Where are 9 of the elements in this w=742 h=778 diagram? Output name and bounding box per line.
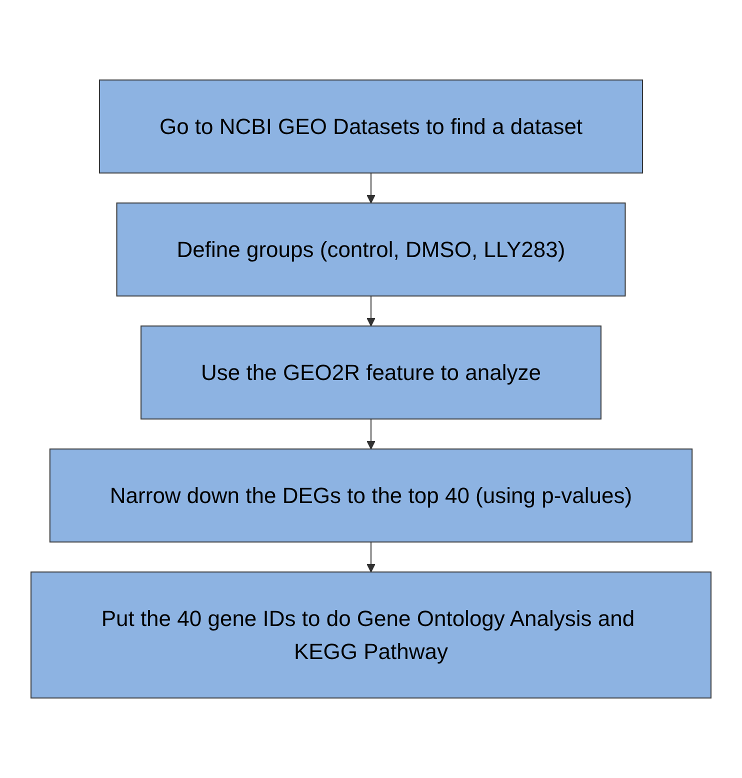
arrow	[366, 542, 376, 572]
node-box: Put the 40 gene IDs to do Gene Ontology Analysis and KEGG Pathway	[30, 572, 712, 698]
node-box: Narrow down the DEGs to the top 40 (using p-values)	[49, 448, 693, 542]
node-box: Use the GEO2R feature to analyze	[140, 326, 602, 420]
node-box: Go to NCBI GEO Datasets to find a dataset	[98, 80, 644, 174]
arrow	[366, 296, 376, 326]
node-box: Define groups (control, DMSO, LLY283)	[116, 202, 626, 296]
arrow	[366, 172, 376, 204]
arrow	[366, 418, 376, 450]
